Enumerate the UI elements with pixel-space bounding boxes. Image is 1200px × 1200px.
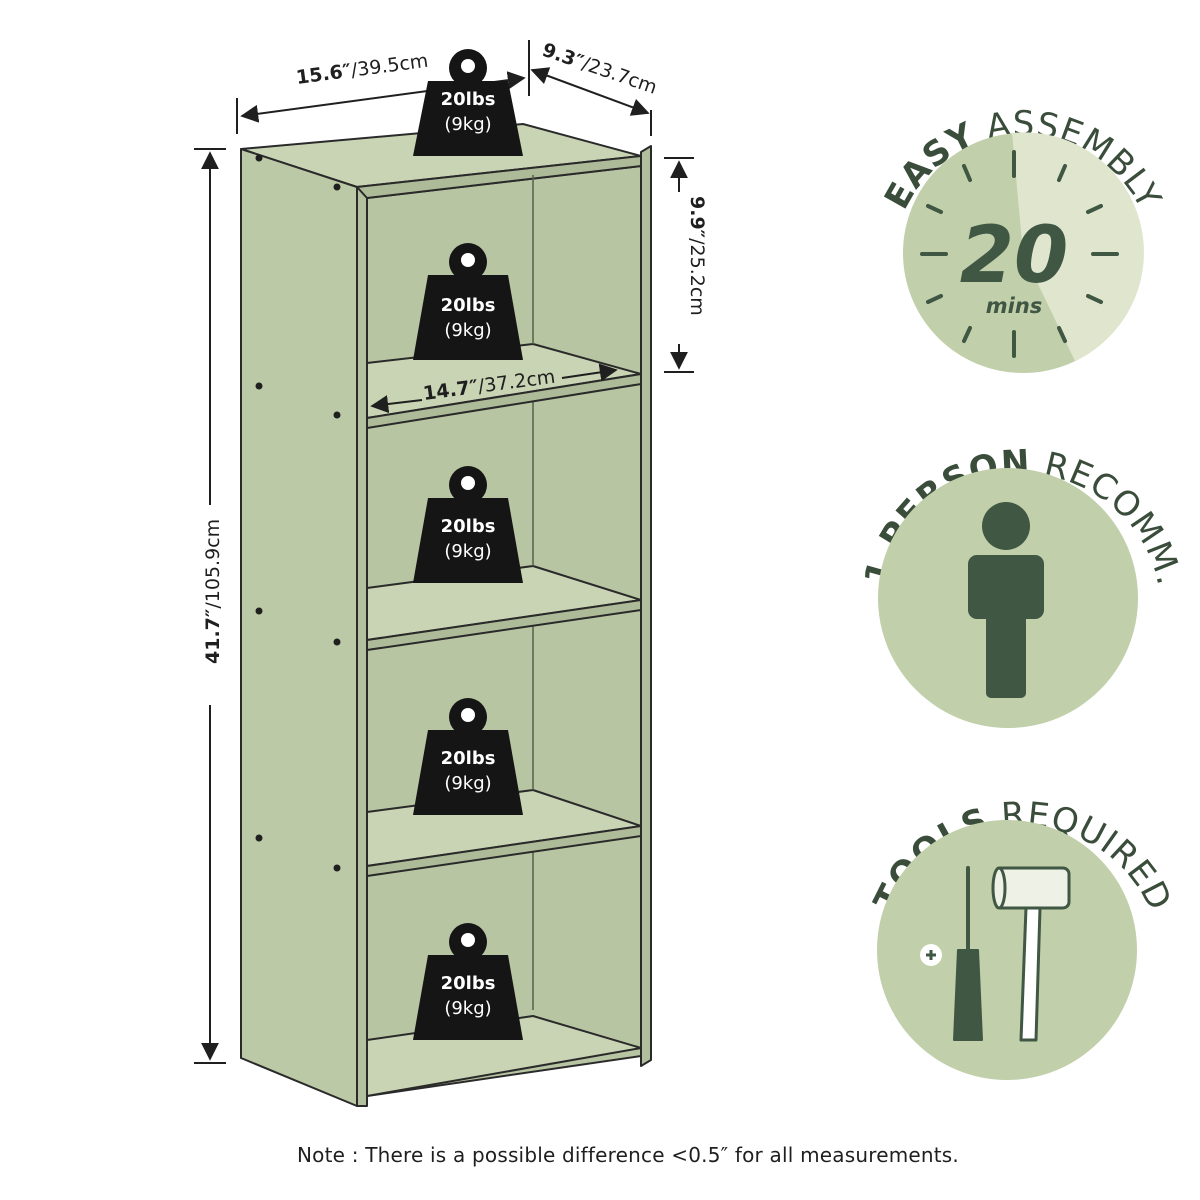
weight-lbs-label: 20lbs bbox=[441, 748, 496, 769]
weight-lbs-label: 20lbs bbox=[441, 973, 496, 994]
clock-elapsed-wedge bbox=[1012, 132, 1144, 361]
total-height-cm: /105.9cm bbox=[202, 519, 224, 609]
mallet-icon bbox=[991, 866, 1071, 1042]
right-edge bbox=[640, 145, 652, 1067]
side-panel bbox=[240, 148, 358, 1107]
top-lip bbox=[356, 155, 642, 199]
weight-icon-shelf-1: 20lbs (9kg) bbox=[413, 243, 523, 360]
weight-kg-label: (9kg) bbox=[444, 320, 491, 341]
total-height-inch: 41.7″ bbox=[202, 608, 224, 664]
clock-icon bbox=[920, 150, 1119, 358]
weight-icon-shelf-3: 20lbs (9kg) bbox=[413, 698, 523, 815]
shelf-height-cm: /25.2cm bbox=[686, 238, 708, 316]
badge-tools-required: TOOLS REQUIRED bbox=[866, 795, 1179, 1080]
front-left-edge bbox=[356, 186, 368, 1107]
screwdriver-icon bbox=[920, 866, 983, 1041]
measurement-note: Note : There is a possible difference <0… bbox=[297, 1143, 959, 1167]
tools-circle bbox=[877, 820, 1137, 1080]
assembly-time-unit: mins bbox=[986, 294, 1043, 318]
weight-kg-label: (9kg) bbox=[444, 773, 491, 794]
weight-lbs-label: 20lbs bbox=[441, 295, 496, 316]
svg-text:41.7″/105.9cm: 41.7″/105.9cm bbox=[202, 519, 224, 664]
svg-text:15.6″/39.5cm: 15.6″/39.5cm bbox=[295, 50, 430, 89]
top-width-inch: 15.6″ bbox=[295, 60, 353, 89]
depth-inch: 9.3″ bbox=[539, 39, 586, 74]
svg-text:9.3″/23.7cm: 9.3″/23.7cm bbox=[539, 39, 659, 99]
assembly-time-value: 20 bbox=[960, 211, 1069, 301]
svg-text:9.9″/25.2cm: 9.9″/25.2cm bbox=[686, 196, 708, 316]
weight-kg-label: (9kg) bbox=[444, 541, 491, 562]
weight-kg-label: (9kg) bbox=[444, 998, 491, 1019]
weight-kg-label: (9kg) bbox=[444, 114, 491, 135]
weight-lbs-label: 20lbs bbox=[441, 516, 496, 537]
weight-icon-shelf-4: 20lbs (9kg) bbox=[413, 923, 523, 1040]
shelf-height-inch: 9.9″ bbox=[686, 196, 708, 239]
weight-icon-shelf-2: 20lbs (9kg) bbox=[413, 466, 523, 583]
top-width-cm: /39.5cm bbox=[350, 50, 430, 82]
badge-one-person: 1 PERSON RECOMM. bbox=[857, 442, 1188, 728]
pin-holes bbox=[255, 154, 341, 872]
person-icon bbox=[968, 502, 1044, 698]
weight-icon-top: 20lbs (9kg) bbox=[413, 49, 523, 156]
dimension-lines bbox=[194, 40, 694, 1064]
badge-easy-assembly: EASY ASSEMBLY 20 mins bbox=[877, 104, 1168, 373]
weight-lbs-label: 20lbs bbox=[441, 89, 496, 110]
